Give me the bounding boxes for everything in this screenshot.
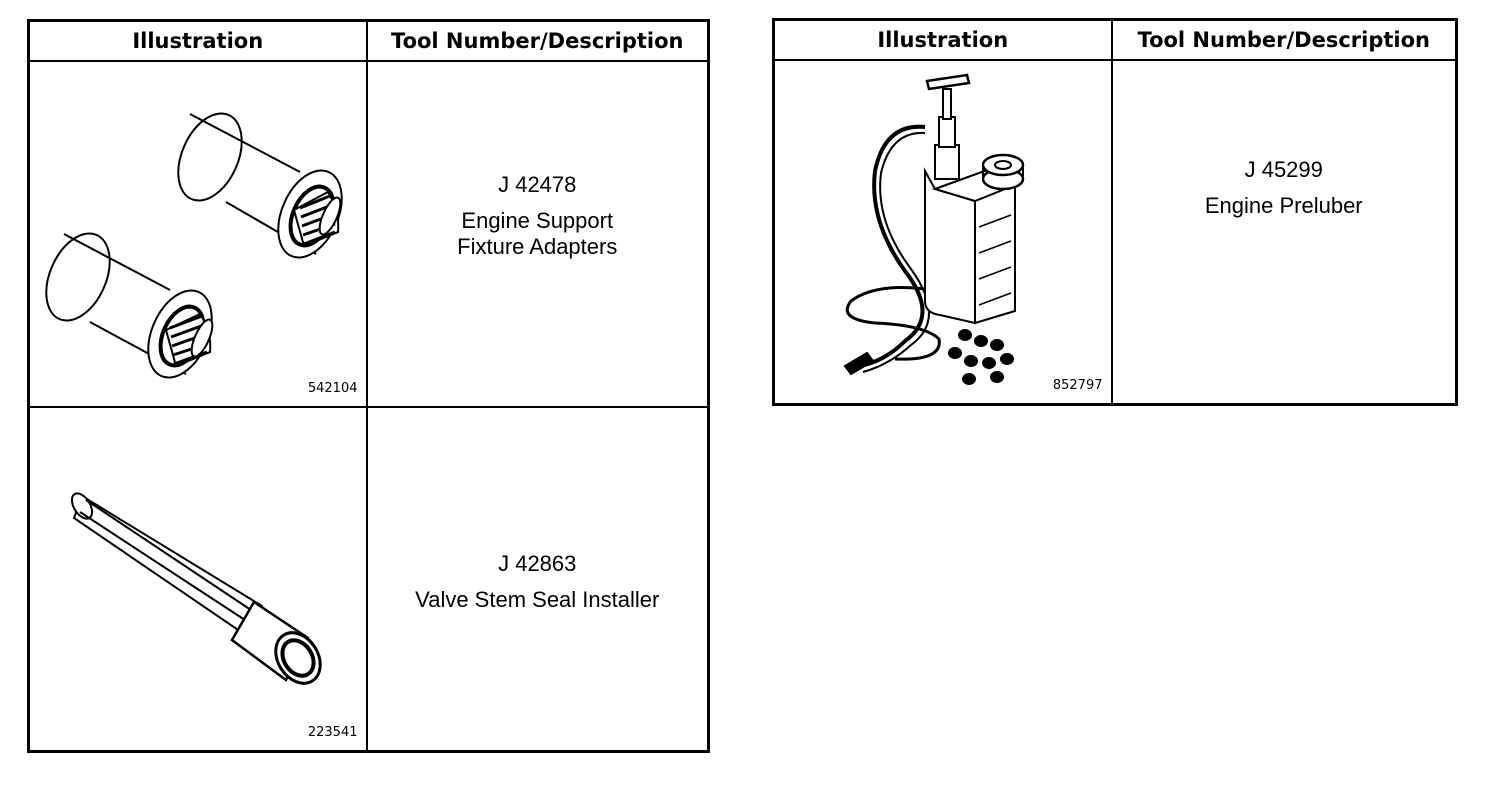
- header-illustration: Illustration: [772, 18, 1113, 61]
- table-row: 223541 J 42863 Valve Stem Seal Installer: [27, 406, 710, 752]
- header-illustration: Illustration: [27, 19, 368, 62]
- figure-id: 852797: [1052, 377, 1103, 393]
- tool-description-cell: J 42863 Valve Stem Seal Installer: [365, 406, 710, 752]
- engine-preluber-icon: [843, 73, 1025, 385]
- tool-name: Valve Stem Seal Installer: [415, 586, 660, 612]
- illustration-cell: 223541: [27, 406, 368, 752]
- illustration-cell: 852797: [772, 59, 1113, 405]
- tool-number: J 45299: [1244, 156, 1323, 182]
- tool-description-cell: J 45299 Engine Preluber: [1110, 59, 1458, 405]
- tool-number: J 42478: [498, 172, 577, 197]
- engine-support-fixture-adapters-icon: [45, 112, 343, 379]
- figure-id: 542104: [307, 381, 358, 396]
- tool-table-right: Illustration Tool Number/Description: [772, 18, 1458, 406]
- illustration-cell: 542104: [27, 60, 368, 408]
- header-tool-number-description: Tool Number/Description: [365, 19, 710, 62]
- tool-description-cell: J 42478 Engine Support Fixture Adapters: [365, 60, 710, 408]
- tool-table-left: Illustration Tool Number/Description: [27, 19, 710, 753]
- tool-name: Engine Support Fixture Adapters: [457, 208, 618, 259]
- figure-id: 223541: [307, 724, 358, 740]
- tool-number: J 42863: [498, 550, 577, 576]
- table-row: 542104 J 42478 Engine Support Fixture Ad…: [27, 60, 710, 408]
- valve-stem-seal-installer-icon: [70, 492, 322, 685]
- table-row: 852797 J 45299 Engine Preluber: [772, 59, 1458, 405]
- header-tool-number-description: Tool Number/Description: [1110, 18, 1458, 61]
- tool-name: Engine Preluber: [1204, 192, 1363, 218]
